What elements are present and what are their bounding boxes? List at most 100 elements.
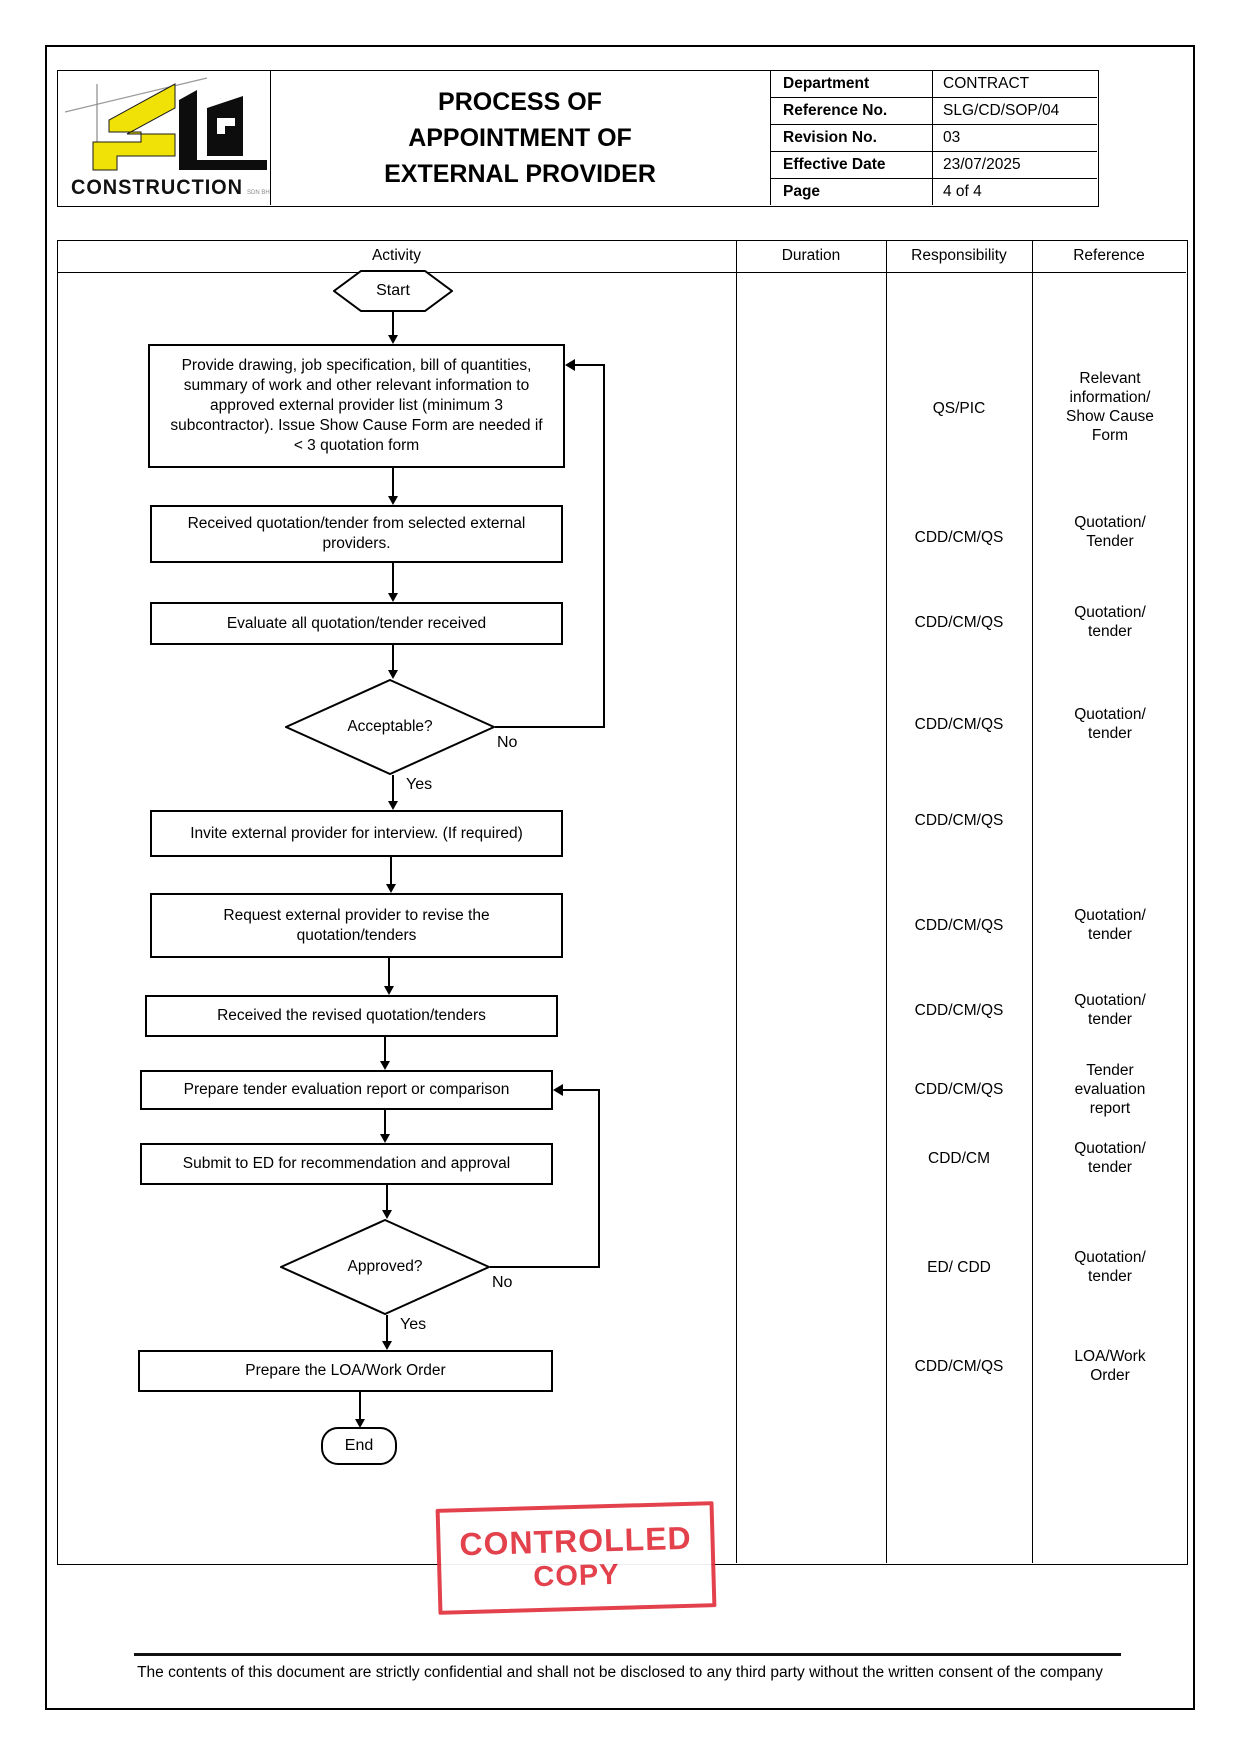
flow-step-provide-information: Provide drawing, job specification, bill…: [148, 344, 565, 468]
end-label: End: [344, 1437, 374, 1454]
no-branch-line: [598, 1089, 600, 1268]
stamp-line1: CONTROLLED: [458, 1519, 693, 1563]
reference-cell: Quotation/ tender: [1074, 907, 1146, 943]
reference-cell: Relevant information/ Show Cause Form: [1066, 370, 1154, 444]
diamond-shape: [278, 1218, 492, 1316]
decision-acceptable: Acceptable?: [283, 678, 497, 776]
responsibility-cell: CDD/CM/QS: [914, 1002, 1004, 1019]
info-row: Effective Date 23/07/2025: [770, 151, 1097, 178]
yes-label: Yes: [406, 776, 433, 793]
info-value: CONTRACT: [943, 74, 1030, 92]
page-border: [45, 45, 1195, 1710]
flow-arrow: [388, 468, 398, 505]
column-divider: [886, 240, 887, 1563]
info-separator: [770, 178, 1097, 179]
company-logo: CONSTRUCTION SDN BHD: [57, 70, 275, 205]
info-label: Department: [770, 70, 933, 97]
flow-end: End: [321, 1427, 397, 1465]
flow-step-prepare-evaluation: Prepare tender evaluation report or comp…: [140, 1070, 553, 1110]
header-divider: [270, 70, 271, 205]
stamp-line2: COPY: [532, 1558, 621, 1594]
logo-suffix-text: SDN BHD: [247, 190, 270, 196]
info-value: 03: [943, 128, 961, 146]
responsibility-cell: CDD/CM/QS: [914, 917, 1004, 934]
flow-step-received-revised: Received the revised quotation/tenders: [145, 995, 558, 1037]
column-header-activity: Activity: [371, 247, 422, 264]
reference-cell: Quotation/ Tender: [1074, 514, 1146, 550]
flow-step-evaluate-quotation: Evaluate all quotation/tender received: [150, 602, 563, 645]
logo-company-text: CONSTRUCTION: [71, 176, 243, 199]
column-header-responsibility: Responsibility: [911, 247, 1007, 264]
responsibility-cell: CDD/CM/QS: [914, 1358, 1004, 1375]
document-title: PROCESS OF APPOINTMENT OF EXTERNAL PROVI…: [384, 87, 656, 188]
document-title-cell: PROCESS OF APPOINTMENT OF EXTERNAL PROVI…: [270, 70, 770, 205]
no-branch-arrowhead: [565, 359, 575, 371]
no-branch-line: [563, 1089, 600, 1091]
responsibility-cell: ED/ CDD: [927, 1259, 991, 1276]
header-divider: [770, 70, 771, 205]
column-divider: [1032, 240, 1033, 1563]
flow-step-submit-ed: Submit to ED for recommendation and appr…: [140, 1143, 553, 1185]
column-header-duration: Duration: [781, 247, 841, 264]
info-separator: [770, 124, 1097, 125]
reference-cell: Quotation/ tender: [1074, 1140, 1146, 1176]
responsibility-cell: QS/PIC: [932, 400, 986, 417]
responsibility-cell: CDD/CM/QS: [914, 614, 1004, 631]
flow-step-invite-interview: Invite external provider for interview. …: [150, 810, 563, 857]
info-separator: [770, 97, 1097, 98]
info-label: Reference No.: [770, 97, 933, 124]
hexagon-shape: [332, 270, 454, 312]
info-label: Page: [770, 178, 933, 205]
flow-arrow: [388, 563, 398, 602]
footer-rule: [134, 1653, 1121, 1656]
flow-table-header-line: [57, 272, 1186, 273]
info-row: Page 4 of 4: [770, 178, 1097, 205]
no-branch-line: [495, 726, 605, 728]
flow-step-prepare-loa: Prepare the LOA/Work Order: [138, 1350, 553, 1392]
reference-cell: Quotation/ tender: [1074, 706, 1146, 742]
flow-arrow: [388, 312, 398, 344]
column-header-reference: Reference: [1073, 247, 1145, 264]
no-branch-line: [603, 364, 605, 728]
info-row: Revision No. 03: [770, 124, 1097, 151]
flow-step-request-revise: Request external provider to revise the …: [150, 893, 563, 958]
info-value: SLG/CD/SOP/04: [943, 101, 1060, 119]
reference-cell: LOA/Work Order: [1074, 1348, 1146, 1384]
flow-arrow: [386, 857, 396, 893]
flow-arrow: [380, 1037, 390, 1070]
reference-cell: Tender evaluation report: [1074, 1062, 1146, 1117]
flow-start: Start: [332, 270, 454, 312]
responsibility-cell: CDD/CM/QS: [914, 529, 1004, 546]
flow-step-received-quotation: Received quotation/tender from selected …: [150, 505, 563, 563]
reference-cell: Quotation/ tender: [1074, 992, 1146, 1028]
slg-logo-icon: CONSTRUCTION SDN BHD: [64, 77, 275, 199]
decision-approved: Approved?: [278, 1218, 492, 1316]
confidentiality-note: The contents of this document are strict…: [137, 1664, 1103, 1681]
flow-arrow: [388, 645, 398, 679]
info-label: Effective Date: [770, 151, 933, 178]
flow-arrow: [382, 1185, 392, 1219]
info-label: Revision No.: [770, 124, 933, 151]
no-branch-line: [575, 364, 605, 366]
info-separator: [770, 151, 1097, 152]
controlled-copy-stamp: CONTROLLED COPY: [435, 1501, 717, 1615]
flow-arrow: [382, 1315, 392, 1350]
no-label: No: [497, 734, 518, 751]
reference-cell: Quotation/ tender: [1074, 1249, 1146, 1285]
no-branch-line: [490, 1266, 600, 1268]
responsibility-cell: CDD/CM/QS: [914, 1081, 1004, 1098]
info-value: 4 of 4: [943, 182, 982, 200]
decision-label: Approved?: [347, 1258, 423, 1275]
column-divider: [736, 240, 737, 1563]
header-frame: [57, 70, 1099, 207]
info-value: 23/07/2025: [943, 155, 1021, 173]
decision-label: Acceptable?: [347, 718, 433, 735]
responsibility-cell: CDD/CM/QS: [914, 716, 1004, 733]
flow-arrow: [355, 1392, 365, 1428]
flow-arrow: [388, 775, 398, 810]
info-row: Department CONTRACT: [770, 70, 1097, 97]
diamond-shape: [283, 678, 497, 776]
yes-label: Yes: [400, 1316, 427, 1333]
no-branch-arrowhead: [553, 1084, 563, 1096]
